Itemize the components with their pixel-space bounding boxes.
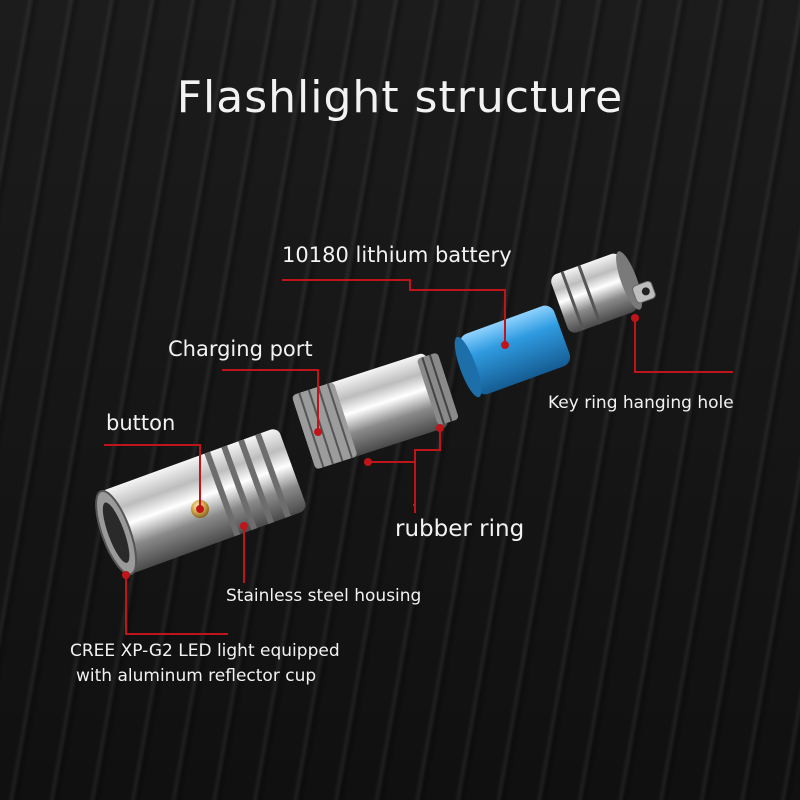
label-battery: 10180 lithium battery (282, 243, 512, 267)
label-housing: Stainless steel housing (226, 586, 422, 606)
flashlight-tail (292, 353, 459, 469)
label-led-line1: CREE XP-G2 LED light equipped (70, 641, 340, 661)
battery-illustration (454, 305, 571, 398)
label-keyring-hole: Key ring hanging hole (548, 393, 734, 413)
label-button: button (106, 411, 176, 435)
label-rubber-ring: rubber ring (395, 516, 525, 542)
page-title: Flashlight structure (176, 72, 624, 123)
leader-lines (104, 279, 733, 635)
label-led-line2: with aluminum reflector cup (76, 666, 317, 686)
keyring-cap (551, 251, 656, 333)
label-charging-port: Charging port (168, 337, 313, 361)
